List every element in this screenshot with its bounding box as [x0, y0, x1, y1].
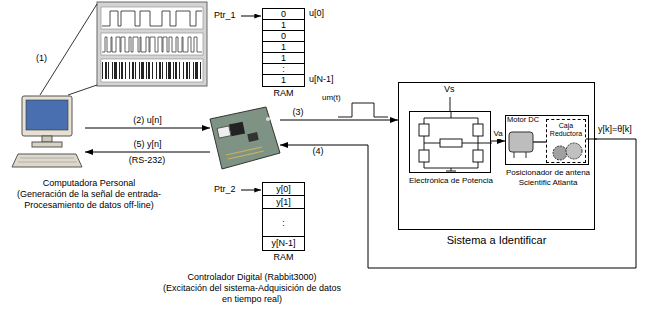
memory-cell: 0: [263, 9, 304, 20]
controller-board-drawing-part: [247, 132, 258, 142]
controller-board-drawing: [210, 105, 280, 172]
signal-name: um(t): [322, 94, 341, 103]
pointer-arrow-part: [241, 16, 261, 17]
pulse-waveform-part: [338, 103, 388, 117]
plot-screenshot-part: [102, 62, 202, 79]
computer-caption: Computadora Personal: [4, 178, 174, 189]
supply-wire: [450, 97, 451, 112]
computer-icon-drawing-part: [42, 136, 52, 142]
pointer-arrow-part: [241, 190, 261, 191]
memory-label: RAM: [263, 88, 304, 99]
signal-connector: [280, 139, 636, 268]
connector-label: (2) u[n]: [132, 116, 163, 126]
power-electronics-box-drawing-part: [419, 150, 429, 162]
supply-wire-part: [450, 97, 451, 112]
controller-caption: (Excitación del sistema-Adquisición de d…: [162, 283, 342, 305]
signal-connector: [85, 128, 210, 129]
memory-cell: :: [263, 209, 304, 237]
plot-screenshot-part: [102, 37, 202, 52]
power-electronics-box-drawing-part: [473, 150, 483, 162]
memory-label: RAM: [263, 252, 304, 263]
connector-label: (4): [312, 147, 325, 157]
block-name: Caja Reductora: [549, 122, 583, 138]
memory-cell: 1: [263, 42, 304, 53]
plot-screenshot-part: [97, 2, 207, 86]
controller-board-drawing-part: [229, 122, 245, 137]
computer-icon-drawing-part: [32, 142, 62, 147]
caption-block: Posicionador de antena Scientific Atlant…: [499, 168, 597, 187]
signal-name: u[0]: [309, 9, 324, 19]
controller-caption: Controlador Digital (Rabbit3000): [162, 272, 342, 283]
caption-block: Sistema a Identificar: [398, 234, 595, 247]
connector-label: (5) y[n]: [132, 140, 162, 150]
caption-block: Controlador Digital (Rabbit3000)(Excitac…: [162, 272, 342, 304]
computer-icon-drawing-part: [12, 154, 82, 167]
controller-board-drawing-part: [217, 126, 231, 138]
callout-number: (1): [36, 54, 47, 64]
memory-cell: y[1]: [263, 196, 304, 209]
antenna-positioner-box-drawing-part: [514, 152, 526, 158]
computer-icon: Computadora Personal(Generación de la se…: [10, 92, 85, 172]
power-electronics-box: Electrónica de Potencia: [409, 111, 491, 173]
pulse-waveform: [338, 103, 388, 117]
leader-line-part: [68, 85, 97, 95]
pointer-arrow: [241, 16, 261, 190]
leader-line: [40, 4, 97, 95]
controller-board-drawing-part: [210, 107, 280, 169]
plot-screenshot-part: [101, 59, 203, 82]
gearbox-box-drawing-part: [553, 146, 567, 160]
signal-name: y[k]=θ[k]: [598, 125, 632, 135]
memory-cell: 1: [263, 20, 304, 31]
controller-board-drawing-part: [226, 147, 264, 159]
block-name: Posicionador de antena Scientific Atlant…: [499, 168, 597, 187]
plot-screenshot-part: [101, 33, 203, 55]
computer-caption: (Generación de la señal de entrada- Proc…: [4, 189, 174, 211]
power-electronics-box-drawing-part: [424, 112, 492, 171]
power-electronics-box-drawing: [410, 112, 490, 172]
connector-label: (3): [292, 108, 305, 118]
antenna-positioner-box-drawing-part: [533, 141, 546, 143]
antenna-positioner-box-drawing-part: [509, 132, 533, 152]
plot-screenshot: [97, 2, 207, 86]
pointer-label: Ptr_2: [214, 185, 236, 195]
signal-name: u[N-1]: [309, 75, 334, 85]
connector-label: Va: [492, 130, 503, 139]
computer-icon-drawing-part: [18, 158, 77, 162]
part-name: Motor DC: [507, 116, 539, 124]
signal-connector: [491, 141, 505, 142]
memory-cell: 0: [263, 31, 304, 42]
plot-screenshot-part: [101, 7, 203, 29]
computer-icon-drawing: [10, 92, 85, 172]
interface-label: (RS-232): [129, 156, 166, 166]
gearbox-box-drawing-part: [566, 143, 582, 159]
leader-line-part: [40, 4, 97, 95]
system-title: Sistema a Identificar: [398, 234, 595, 247]
pointer-label: Ptr_1: [214, 11, 236, 21]
computer-icon-drawing-part: [26, 100, 68, 130]
ram-block: y[0]y[1]:y[N-1]RAM: [262, 182, 305, 251]
supply-label: Vs: [444, 85, 455, 95]
caption-block: Electrónica de Potencia: [401, 176, 501, 186]
controller-board-drawing-part: [266, 117, 270, 121]
signal-connector: [85, 152, 210, 153]
system-box: Sistema a IdentificarElectrónica de Pote…: [398, 82, 595, 230]
power-electronics-box-drawing-part: [419, 124, 429, 136]
power-electronics-box-drawing-part: [440, 139, 462, 147]
power-electronics-box-drawing-part: [473, 124, 483, 136]
controller-board: Controlador Digital (Rabbit3000)(Excitac…: [210, 105, 280, 172]
memory-cell: 1: [263, 75, 304, 86]
block-name: Electrónica de Potencia: [401, 176, 501, 186]
ram-block: 01011:1RAM: [262, 8, 305, 87]
memory-cell: :: [263, 64, 304, 75]
gearbox-box: Caja Reductora: [546, 119, 586, 163]
caption-block: Computadora Personal(Generación de la se…: [4, 178, 174, 210]
plot-screenshot-part: [102, 11, 202, 26]
signal-connector: [280, 120, 398, 121]
memory-cell: y[0]: [263, 183, 304, 196]
memory-cell: 1: [263, 53, 304, 64]
memory-cell: y[N-1]: [263, 237, 304, 250]
computer-icon-drawing-part: [22, 96, 72, 136]
